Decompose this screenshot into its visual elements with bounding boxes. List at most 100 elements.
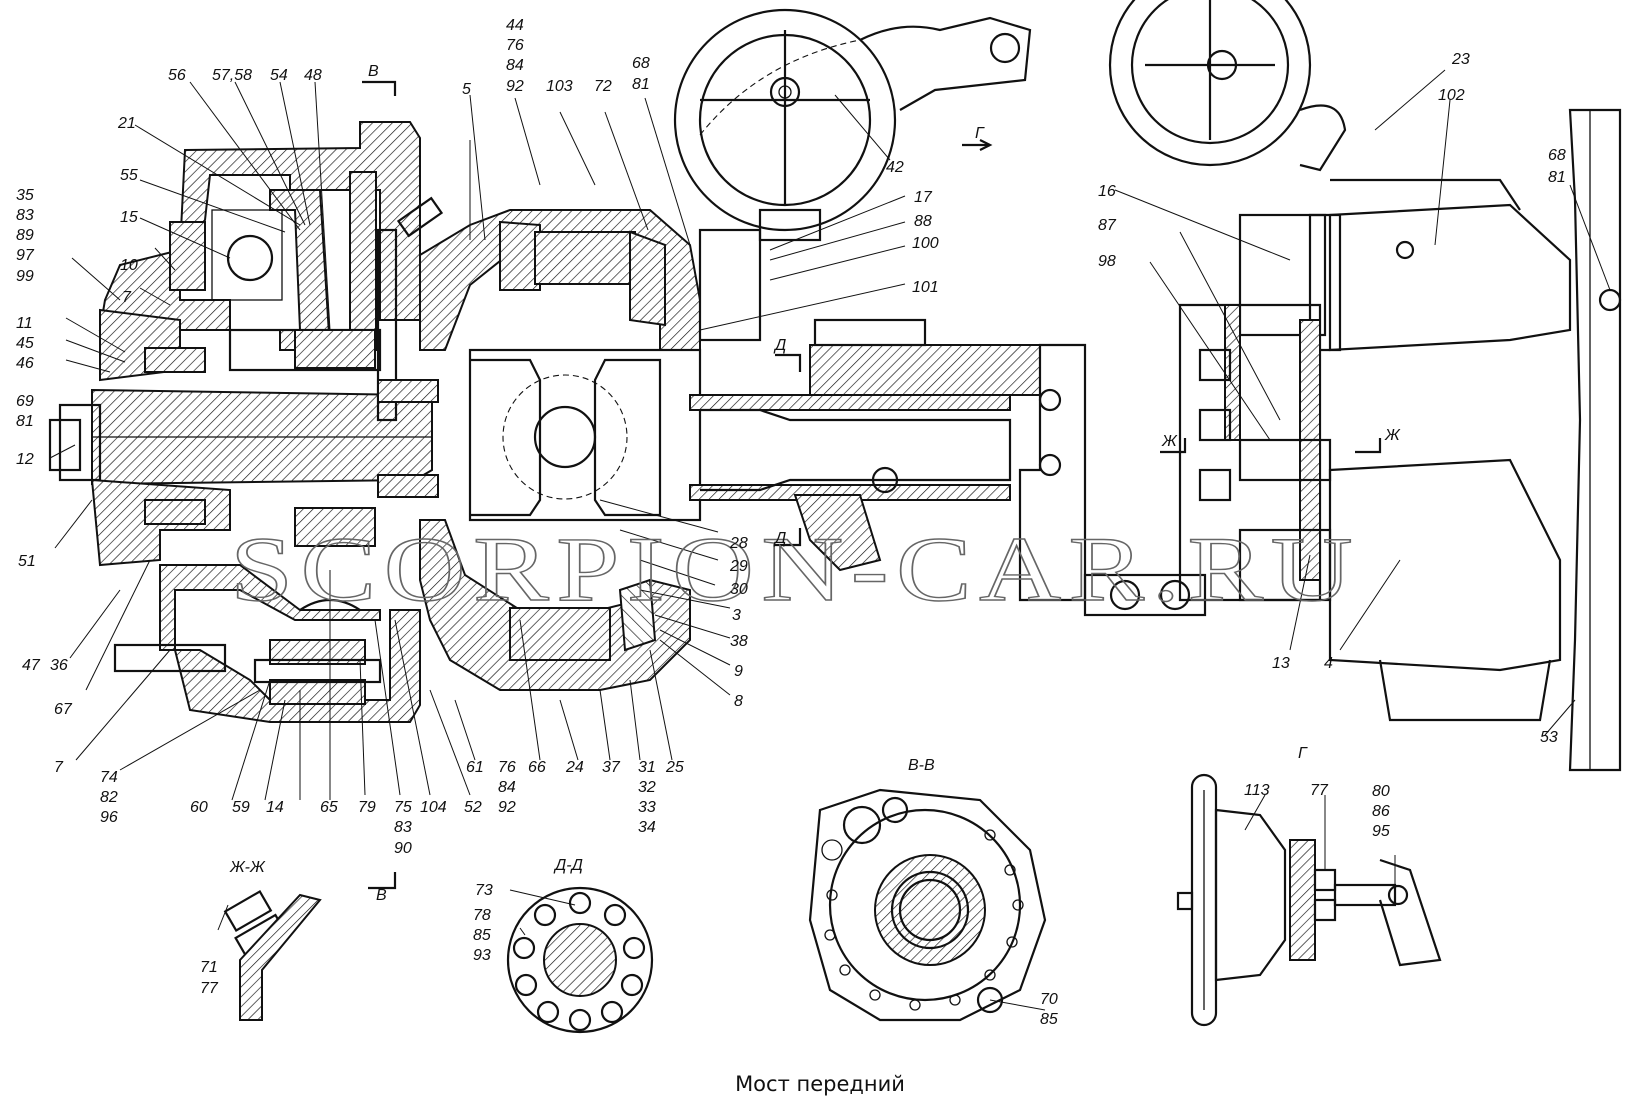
callout-label: 29 (729, 558, 748, 575)
section-g-drawing (1176, 773, 1442, 1027)
section-dd-drawing (506, 886, 654, 1034)
callout-label: 100 (912, 235, 939, 252)
callout-label: 82 (100, 789, 118, 806)
section-title-vv: В-В (908, 757, 935, 774)
callout-label: 15 (120, 209, 138, 226)
callout-label: 81 (632, 76, 650, 93)
callout-label: 36 (50, 657, 68, 674)
callout-label: 68 (632, 55, 650, 72)
callout-label: 76 (498, 759, 516, 776)
callout-label: 24 (565, 759, 584, 776)
callout-label: 87 (1098, 217, 1117, 234)
callout-label: 10 (120, 257, 138, 274)
callout-label: 16 (1098, 183, 1116, 200)
cut-mark-v-bottom: В (376, 887, 387, 904)
cut-mark-zh-right: Ж (1384, 427, 1401, 444)
callout-label: 80 (1372, 783, 1390, 800)
callout-label: 5 (462, 81, 471, 98)
callout-label: 95 (1372, 823, 1390, 840)
section-title-g: Г (1298, 745, 1308, 762)
cut-mark-d-bottom: Д (773, 530, 786, 547)
callout-label: 12 (16, 451, 34, 468)
callout-label: 14 (266, 799, 284, 816)
callout-label: 86 (1372, 803, 1390, 820)
callout-label: 77 (1310, 782, 1329, 799)
callout-label: 51 (18, 553, 36, 570)
callout-label: 69 (16, 393, 34, 410)
callout-label: 89 (16, 227, 34, 244)
callout-label: 98 (1098, 253, 1116, 270)
callout-label: 7 (122, 289, 132, 306)
callout-label: 46 (16, 355, 34, 372)
callout-label: 42 (886, 159, 904, 176)
callout-label: 23 (1451, 51, 1470, 68)
brake-chamber-top (673, 8, 1032, 342)
callout-label: 101 (912, 279, 939, 296)
callout-label: 104 (420, 799, 447, 816)
callout-label: 78 (473, 907, 491, 924)
callout-label: 72 (594, 78, 612, 95)
callout-label: 34 (638, 819, 656, 836)
callout-label: 99 (16, 268, 34, 285)
callout-label: 65 (320, 799, 338, 816)
callout-label: 71 (200, 959, 218, 976)
watermark: SCORPION-CAR.RU (230, 518, 1360, 620)
callout-label: 31 (638, 759, 656, 776)
section-title-zhzh: Ж-Ж (229, 859, 266, 876)
callout-label: 67 (54, 701, 73, 718)
callout-label: 38 (730, 633, 748, 650)
callout-label: 33 (638, 799, 656, 816)
callout-label: 56 (168, 67, 186, 84)
cut-mark-d-top: Д (773, 337, 786, 354)
callout-label: 25 (665, 759, 684, 776)
callout-label: 92 (498, 799, 516, 816)
callout-label: 21 (117, 115, 136, 132)
callout-label: 7 (54, 759, 64, 776)
reduction-gearbox (48, 121, 444, 723)
callout-label: 8 (734, 693, 743, 710)
callout-label: 30 (730, 581, 748, 598)
callout-label: 48 (304, 67, 322, 84)
callout-label: 85 (1040, 1011, 1058, 1028)
callout-label: 53 (1540, 729, 1558, 746)
callout-label: 83 (16, 207, 34, 224)
callout-label: 35 (16, 187, 34, 204)
callout-label: 103 (546, 78, 573, 95)
callout-label: 75 (394, 799, 412, 816)
callout-label: 9 (734, 663, 743, 680)
callout-label: 28 (729, 535, 748, 552)
callout-label: 52 (464, 799, 482, 816)
differential-housing (419, 209, 1087, 691)
section-zhzh-drawing (223, 889, 322, 1021)
callout-label: 93 (473, 947, 491, 964)
callout-label: 17 (914, 189, 933, 206)
callout-label: 4 (1324, 655, 1333, 672)
callout-label: 92 (506, 78, 524, 95)
cut-mark-v-top: В (368, 63, 379, 80)
callout-label: 90 (394, 840, 412, 857)
callout-label: 88 (914, 213, 932, 230)
callout-label: 84 (498, 779, 516, 796)
callout-label: 11 (16, 315, 33, 332)
callout-label: 61 (466, 759, 484, 776)
callout-label: 96 (100, 809, 118, 826)
vv-bolt-holes (824, 829, 1024, 1011)
callout-labels: 35 83 89 97 99 10 7 11 45 46 69 81 12 51… (16, 17, 1566, 1028)
callout-label: 70 (1040, 991, 1058, 1008)
figure-caption: Мост передний (735, 1072, 905, 1096)
callout-label: 97 (16, 247, 35, 264)
callout-label: 85 (473, 927, 491, 944)
callout-label: 3 (732, 607, 741, 624)
callout-label: 59 (232, 799, 250, 816)
callout-label: 77 (200, 980, 219, 997)
callout-label: 68 (1548, 147, 1566, 164)
callout-label: 81 (1548, 169, 1566, 186)
section-title-dd: Д-Д (553, 857, 583, 874)
callout-label: 55 (120, 167, 138, 184)
callout-label: 81 (16, 413, 34, 430)
leader-lines (49, 69, 1611, 1011)
callout-label: 73 (475, 882, 493, 899)
callout-label: 74 (100, 769, 118, 786)
callout-label: 57,58 (212, 67, 252, 84)
